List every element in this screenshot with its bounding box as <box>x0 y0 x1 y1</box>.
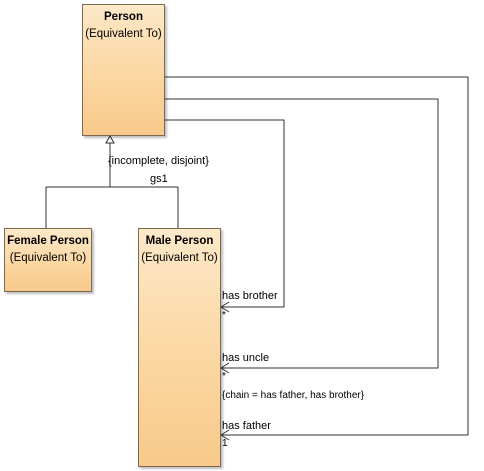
has-uncle-connector <box>165 98 439 369</box>
class-female-person-name: Female Person <box>7 235 89 247</box>
has-father-connector <box>165 76 469 436</box>
has-uncle-role: has uncle <box>222 352 270 364</box>
class-male-person[interactable]: Male Person (Equivalent To) <box>138 228 221 467</box>
class-person-stereotype: (Equivalent To) <box>85 28 162 40</box>
generalization-arrowhead <box>105 134 115 144</box>
generalization-set-name: gs1 <box>150 173 168 185</box>
has-father-arrowhead <box>220 429 230 441</box>
generalization-constraint: {incomplete, disjoint} <box>108 155 209 167</box>
has-father-multiplicity: 1 <box>222 438 228 449</box>
has-father-role: has father <box>222 420 271 432</box>
class-female-person[interactable]: Female Person (Equivalent To) <box>4 228 92 292</box>
class-female-person-stereotype: (Equivalent To) <box>9 252 87 264</box>
has-uncle-chain-constraint: {chain = has father, has brother} <box>222 390 365 401</box>
class-male-person-name: Male Person <box>145 235 214 247</box>
has-uncle-multiplicity: * <box>222 371 226 382</box>
has-brother-arrowhead <box>220 301 230 313</box>
has-brother-multiplicity: * <box>222 310 226 321</box>
has-brother-connector <box>165 119 285 308</box>
class-person-name: Person <box>104 11 143 23</box>
class-male-person-stereotype: (Equivalent To) <box>141 252 218 264</box>
class-person[interactable]: Person (Equivalent To) <box>82 4 165 136</box>
has-uncle-arrowhead <box>220 362 230 374</box>
has-brother-role: has brother <box>222 290 278 302</box>
